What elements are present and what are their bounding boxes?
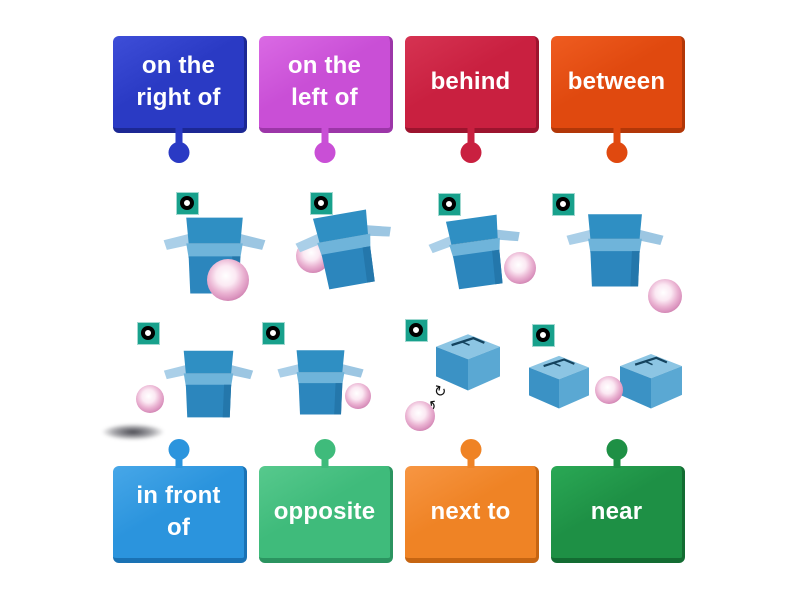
label-on-the-right-of[interactable]: on the right of	[113, 36, 247, 163]
closed-box-right-shape	[618, 352, 684, 410]
tile-ball-next-to-box	[425, 211, 536, 293]
connector-dot[interactable]	[606, 439, 627, 460]
tile-ball-left-of-box	[136, 350, 254, 418]
connector-dot[interactable]	[314, 142, 335, 163]
label-text: on the right of	[136, 52, 221, 111]
label-text: opposite	[273, 498, 376, 526]
hotspot-marker-icon[interactable]	[552, 193, 575, 216]
label-text: next to	[430, 498, 511, 526]
hotspot-marker-icon[interactable]	[310, 192, 333, 215]
target-ring-icon	[313, 195, 328, 210]
label-between[interactable]: between	[551, 36, 685, 163]
tile-ball-behind-box	[291, 205, 400, 294]
hotspot-marker-icon[interactable]	[532, 324, 555, 347]
pink-ball-shape	[345, 383, 371, 409]
connector-dot[interactable]	[460, 142, 481, 163]
target-ring-icon	[265, 325, 280, 340]
label-on-the-left-of[interactable]: on the left of	[259, 36, 393, 163]
hotspot-marker-icon[interactable]	[405, 319, 428, 342]
label-text: in front of	[136, 482, 221, 541]
rotate-cw-arrow-icon: ↻	[432, 381, 448, 401]
label-behind[interactable]: behind	[405, 36, 539, 163]
pink-ball-shape	[595, 376, 623, 404]
tile-ball-right-of-box	[277, 350, 371, 415]
hotspot-marker-icon[interactable]	[262, 322, 285, 345]
label-next-to[interactable]: next to	[405, 439, 539, 563]
connector-dot[interactable]	[168, 439, 189, 460]
open-box-shape	[163, 350, 254, 418]
target-ring-icon	[535, 327, 550, 342]
target-ring-icon	[140, 325, 155, 340]
pink-ball-shape	[648, 279, 682, 313]
hotspot-marker-icon[interactable]	[438, 193, 461, 216]
target-ring-icon	[408, 322, 423, 337]
connector-dot[interactable]	[168, 142, 189, 163]
label-text: behind	[430, 68, 511, 96]
tile-ball-in-front-of-box	[163, 217, 266, 301]
pink-ball-shape	[136, 385, 164, 413]
open-box-shape	[566, 214, 664, 287]
label-text: on the left of	[287, 52, 362, 111]
label-near[interactable]: near	[551, 439, 685, 563]
target-ring-icon	[179, 195, 194, 210]
tile-ball-opposite-box: ↻ ↺	[405, 332, 502, 431]
pink-ball-shape	[207, 259, 249, 301]
closed-box-shape	[434, 332, 502, 392]
connector-dot[interactable]	[460, 439, 481, 460]
label-text: between	[567, 68, 666, 96]
label-opposite[interactable]: opposite	[259, 439, 393, 563]
hotspot-marker-icon[interactable]	[176, 192, 199, 215]
tile-ball-near-box	[566, 214, 682, 313]
pink-ball-shape	[504, 252, 536, 284]
connector-dot[interactable]	[606, 142, 627, 163]
closed-box-left-shape	[527, 354, 591, 410]
tile-ball-between-boxes	[527, 352, 684, 410]
label-text: near	[590, 498, 643, 526]
hotspot-marker-icon[interactable]	[137, 322, 160, 345]
pink-ball-shape	[405, 401, 435, 431]
connector-dot[interactable]	[314, 439, 335, 460]
target-ring-icon	[441, 196, 456, 211]
partial-shadow-decoration	[102, 424, 164, 440]
label-in-front-of[interactable]: in front of	[113, 439, 247, 563]
target-ring-icon	[555, 196, 570, 211]
